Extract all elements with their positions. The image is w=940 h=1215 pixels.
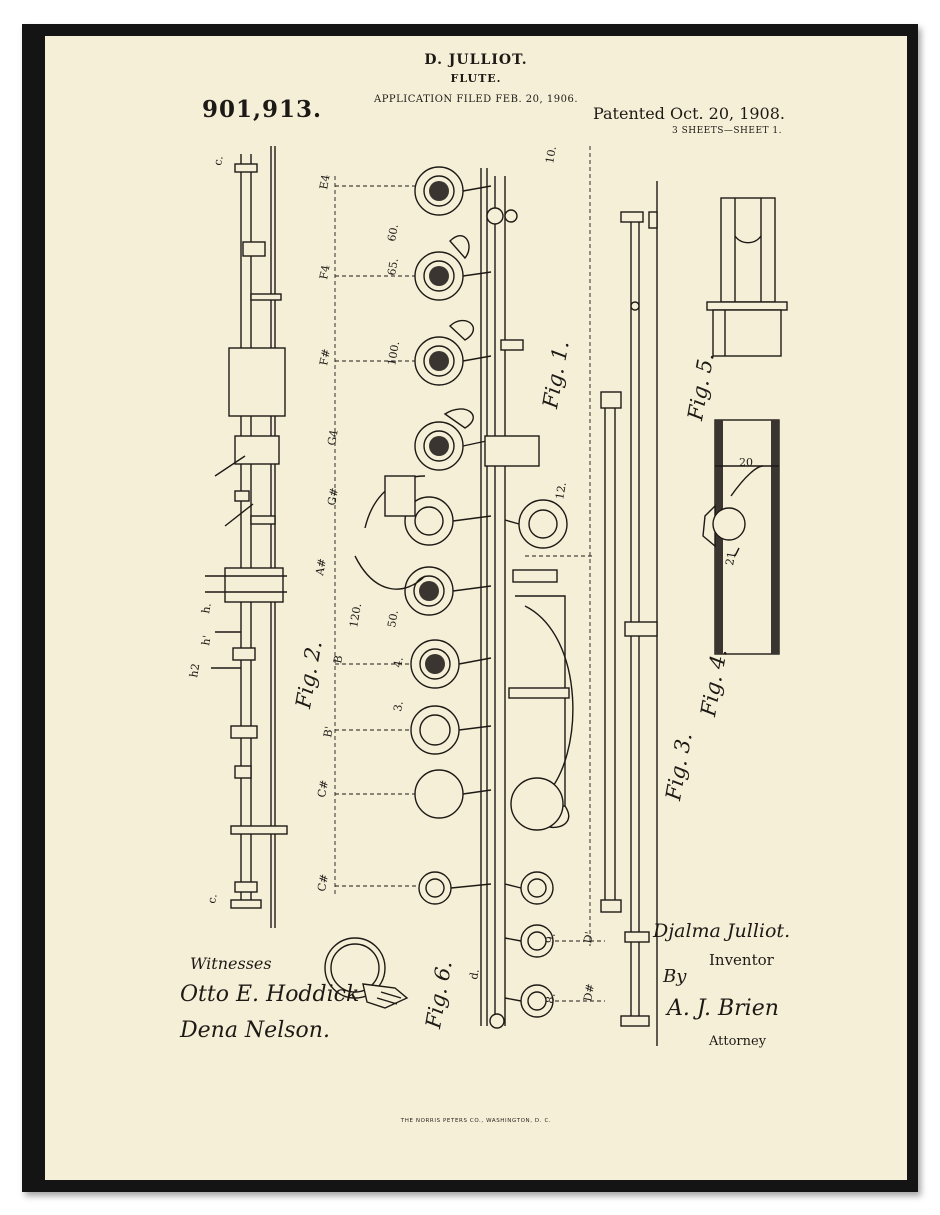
- label-120: 120.: [347, 602, 364, 628]
- label-c-bottom: c.: [205, 893, 219, 905]
- fig1-flute-body: E4 F4 F# G4 G# A# B B' C# C# 60. 65. 100…: [313, 145, 605, 1029]
- witness-2-signature: Dena Nelson.: [180, 1018, 330, 1043]
- inventor-label: Inventor: [709, 951, 774, 969]
- label-gsharp: G#: [325, 487, 341, 507]
- label-65: 65.: [385, 257, 401, 276]
- label-8: 8.: [543, 992, 558, 1005]
- fig4-section-detail: 20 21: [702, 419, 780, 655]
- label-4: 4.: [391, 656, 406, 669]
- by-label: By: [663, 966, 687, 987]
- label-asharp: A#: [313, 557, 329, 577]
- patent-number: 901,913.: [202, 96, 323, 123]
- application-filed-line: APPLICATION FILED FEB. 20, 1906.: [373, 94, 579, 105]
- label-3: 3.: [391, 700, 406, 713]
- label-50: 50.: [385, 609, 401, 628]
- label-100: 100.: [385, 340, 402, 366]
- label-csharp-lower: C#: [315, 873, 331, 893]
- label-g4: G4: [325, 429, 341, 447]
- witnesses-label: Witnesses: [190, 954, 272, 973]
- sheet-count: 3 SHEETS—SHEET 1.: [671, 126, 782, 136]
- label-h: h.: [199, 602, 214, 615]
- label-21: 21: [723, 550, 738, 566]
- label-e4: E4: [317, 173, 332, 190]
- label-d1: D': [581, 931, 596, 945]
- label-d: d.: [467, 968, 482, 981]
- label-fsharp: F#: [317, 348, 333, 367]
- label-b: B: [331, 654, 345, 664]
- attorney-signature: A. J. Brien: [667, 996, 779, 1021]
- label-h1: h': [199, 634, 214, 646]
- label-h2: h2: [187, 662, 202, 678]
- fig2-side-elevation: c. c. h. h' h2: [187, 146, 288, 928]
- label-9: 9.: [543, 932, 558, 945]
- attorney-label: Attorney: [709, 1034, 767, 1049]
- label-csharp: C#: [315, 779, 331, 799]
- printer-credit: THE NORRIS PETERS CO., WASHINGTON, D. C.: [400, 1118, 552, 1124]
- fig3-tube-section: [600, 181, 658, 1046]
- witness-1-signature: Otto E. Hoddick: [180, 982, 360, 1007]
- patented-date: Patented Oct. 20, 1908.: [592, 104, 785, 123]
- label-b1: B': [321, 725, 336, 738]
- patent-sheet: D. JULLIOT. FLUTE. APPLICATION FILED FEB…: [45, 36, 907, 1180]
- flute-drawing: c. c. h. h' h2: [187, 145, 788, 1046]
- label-c-top: c.: [211, 155, 225, 167]
- label-60: 60.: [385, 223, 401, 242]
- label-12: 12.: [553, 481, 569, 500]
- inventor-signature: Djalma Julliot.: [653, 920, 791, 942]
- fig5-tube-detail: [706, 197, 788, 357]
- label-20: 20: [739, 456, 753, 469]
- fig6-key-detail: [324, 937, 409, 1009]
- label-10: 10.: [543, 145, 559, 164]
- invention-title: FLUTE.: [450, 72, 502, 85]
- inventor-name-heading: D. JULLIOT.: [424, 52, 528, 68]
- label-f4: F4: [317, 264, 332, 281]
- label-dsharp: D#: [581, 982, 597, 1002]
